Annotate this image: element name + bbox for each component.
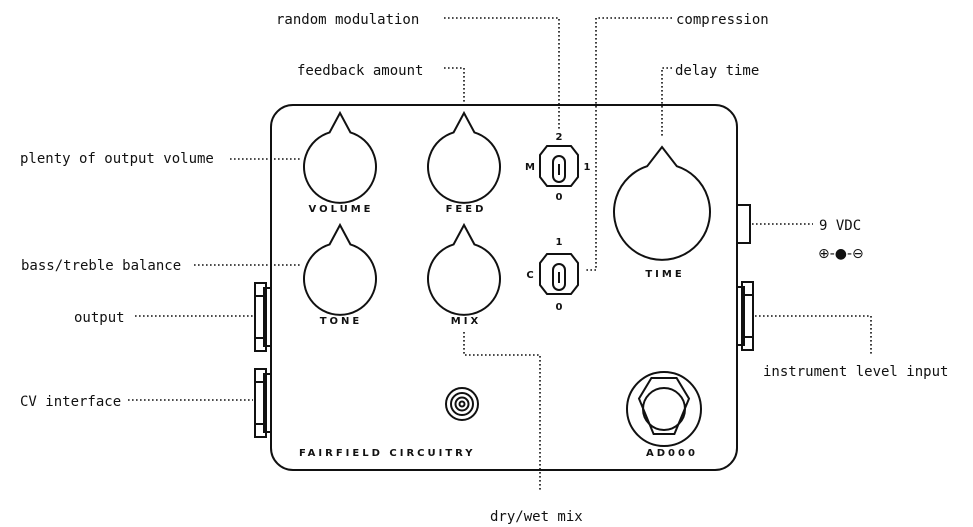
time-knob <box>613 145 711 261</box>
compression-label: compression <box>676 12 769 28</box>
status-led <box>445 387 479 421</box>
bass-treble-label: bass/treble balance <box>21 258 181 274</box>
instrument-input-label: instrument level input <box>763 364 948 380</box>
delay-time-label: delay time <box>675 63 759 79</box>
mix-label: MIX <box>451 316 481 327</box>
leader-compression <box>584 17 672 271</box>
brand-text: FAIRFIELD CIRCUITRY <box>299 448 476 459</box>
modulation-toggle-right: 1 <box>584 162 591 173</box>
cv-interface-label: CV interface <box>20 394 121 410</box>
compression-toggle-left: C <box>526 270 533 281</box>
feed-label: FEED <box>446 204 487 215</box>
compression-toggle-bottom: 0 <box>556 302 563 313</box>
cv-interface-jack <box>254 368 272 438</box>
output-jack <box>254 282 272 352</box>
modulation-toggle-left: M <box>525 162 535 173</box>
polarity-symbol: ⊕-●-⊖ <box>818 246 864 262</box>
time-label: TIME <box>645 269 684 280</box>
footswitch <box>626 371 702 447</box>
output-label: output <box>74 310 125 326</box>
model-text: AD000 <box>646 448 698 459</box>
leader-instrument-input <box>755 315 872 356</box>
output-volume-label: plenty of output volume <box>20 151 214 167</box>
volume-knob <box>303 110 377 204</box>
compression-toggle <box>539 253 579 295</box>
leader-dry-wet <box>463 332 541 492</box>
modulation-toggle-bottom: 0 <box>556 192 563 203</box>
dry-wet-label: dry/wet mix <box>490 509 583 525</box>
modulation-toggle-top: 2 <box>556 132 563 143</box>
mix-knob <box>427 222 501 316</box>
power-jack <box>736 204 751 244</box>
volume-label: VOLUME <box>309 204 374 215</box>
leader-random-modulation <box>444 17 560 130</box>
leader-feedback <box>444 67 465 106</box>
modulation-toggle <box>539 145 579 187</box>
tone-knob <box>303 222 377 316</box>
power-label: 9 VDC <box>819 218 861 234</box>
feed-knob <box>427 110 501 204</box>
compression-toggle-top: 1 <box>556 237 563 248</box>
instrument-input-jack <box>736 281 754 351</box>
feedback-amount-label: feedback amount <box>297 63 423 79</box>
tone-label: TONE <box>320 316 363 327</box>
pedal-enclosure <box>270 104 738 471</box>
random-modulation-label: random modulation <box>276 12 419 28</box>
leader-delay-time <box>661 67 672 138</box>
